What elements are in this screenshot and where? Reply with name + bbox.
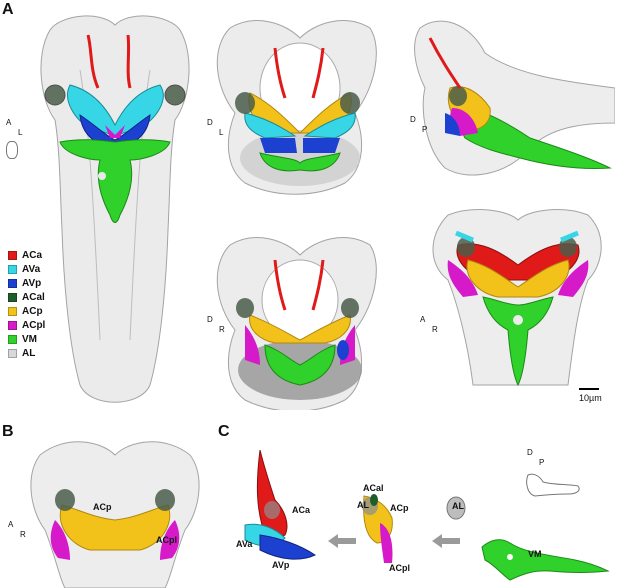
label-c-acal: ACal [363,483,384,493]
label-c-al-mid: AL [357,500,369,510]
orientation-a3: D P [410,115,427,134]
orientation-c-side: P [539,458,545,467]
legend-item-vm: VM [8,332,45,346]
orientation-c: D P [527,448,544,467]
orientation-b-side: R [20,530,26,539]
legend-item-acpl: ACpl [8,318,45,332]
orientation-a1-side: L [18,128,23,137]
legend-swatch-vm [8,334,17,344]
legend-item-al: AL [8,346,45,360]
orientation-a2-up: D [207,118,213,127]
orientation-a4-side: R [219,325,225,334]
orientation-a5: A R [420,315,438,334]
legend-swatch-ava [8,264,17,274]
legend-item-acp: ACp [8,304,45,318]
legend-swatch-al [8,348,17,358]
legend-item-avp: AVp [8,276,45,290]
legend-swatch-avp [8,278,17,288]
view-a5-brain [418,205,613,400]
label-c-avp: AVp [272,560,290,570]
scale-bar-label: 10µm [579,393,602,403]
label-b-acpl: ACpl [156,535,177,545]
legend: ACa AVa AVp ACal ACp ACpl VM AL [8,248,45,360]
legend-label-al: AL [22,347,36,359]
scale-bar-line [579,388,599,390]
view-c-al-right [446,496,466,520]
orientation-b: A R [8,520,26,539]
legend-label-avp: AVp [22,277,42,289]
legend-item-aca: ACa [8,248,45,262]
orientation-a3-up: D [410,115,416,124]
orientation-b-up: A [8,520,14,529]
view-a3-brain [410,8,615,193]
orientation-a1: A L [6,118,22,159]
legend-label-acpl: ACpl [22,319,46,331]
label-c-acpl: ACpl [389,563,410,573]
orientation-c-up: D [527,448,533,457]
view-a4-brain [205,225,385,410]
legend-swatch-acp [8,306,17,316]
view-a2-brain [205,8,385,198]
label-c-al-right: AL [452,501,464,511]
legend-label-ava: AVa [22,263,41,275]
panel-label-b: B [2,423,14,440]
orientation-a4-up: D [207,315,213,324]
orientation-a5-up: A [420,315,426,324]
legend-label-aca: ACa [22,249,43,261]
legend-label-vm: VM [22,333,37,345]
legend-swatch-acpl [8,320,17,330]
view-c-vm [480,525,610,585]
legend-label-acal: ACal [22,291,45,303]
view-c-orientation-silhouette [526,473,580,497]
view-c-aca-ava-avp [240,450,330,570]
orientation-a2: D L [207,118,223,137]
scale-bar: 10µm [579,388,607,403]
legend-swatch-acal [8,292,17,302]
legend-label-acp: ACp [22,305,43,317]
legend-item-acal: ACal [8,290,45,304]
orientation-a2-side: L [219,128,224,137]
panel-label-c: C [218,423,230,440]
legend-swatch-aca [8,250,17,260]
orientation-a4: D R [207,315,225,334]
arrow-left-2-icon [432,534,460,548]
view-c-acal-acp-acpl [352,488,412,568]
legend-item-ava: AVa [8,262,45,276]
view-a1-brain [20,10,210,415]
label-c-vm: VM [528,549,542,559]
orientation-a3-side: P [422,125,428,134]
label-c-acp: ACp [390,503,409,513]
panel-label-a: A [2,1,14,18]
label-b-acp: ACp [93,502,112,512]
label-c-aca: ACa [292,505,311,515]
label-c-ava: AVa [236,539,253,549]
orientation-a5-side: R [432,325,438,334]
orientation-a1-up: A [6,118,12,127]
view-b-brain [20,430,210,588]
